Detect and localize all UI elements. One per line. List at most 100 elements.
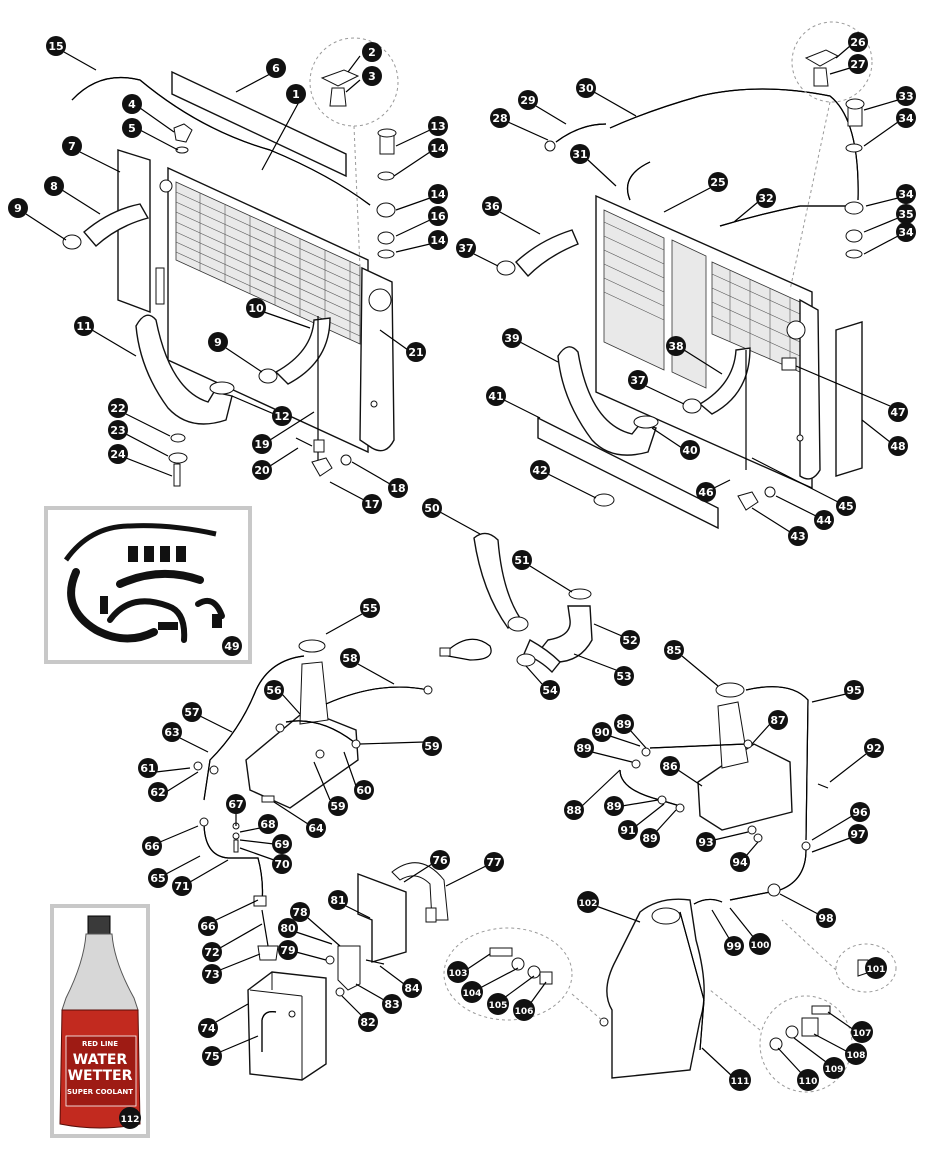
callout-badge <box>896 204 916 224</box>
callout-18: 18 <box>388 478 408 498</box>
leader-line-57 <box>199 715 233 733</box>
leader-line-50 <box>439 511 481 535</box>
callout-badge <box>660 756 680 776</box>
leader-line-18 <box>351 461 391 485</box>
callout-number: 12 <box>274 410 289 423</box>
leader-line-37 <box>473 253 499 267</box>
callout-badge <box>148 868 168 888</box>
leader-line-72 <box>219 923 263 949</box>
callout-number: 84 <box>404 982 420 995</box>
callout-66: 66 <box>198 916 218 936</box>
callout-number: 6 <box>272 62 280 75</box>
callout-badge <box>768 710 788 730</box>
callout-91: 91 <box>618 820 638 840</box>
callout-number: 40 <box>682 444 698 457</box>
callout-14: 14 <box>428 138 448 158</box>
callout-badge <box>888 436 908 456</box>
callout-50: 50 <box>422 498 442 518</box>
callout-badge <box>142 836 162 856</box>
fan-shroud <box>443 898 897 1093</box>
callout-number: 59 <box>330 800 345 813</box>
callout-badge <box>664 640 684 660</box>
callout-badge <box>138 758 158 778</box>
callout-badge <box>708 172 728 192</box>
callout-89: 89 <box>640 828 660 848</box>
leader-line-8 <box>61 189 101 215</box>
leader-line-92 <box>829 753 867 783</box>
callout-9: 9 <box>8 198 28 218</box>
leader-line-27 <box>829 67 851 75</box>
callout-89: 89 <box>574 738 594 758</box>
leader-line-59 <box>359 741 425 745</box>
mounting-bracket <box>325 862 449 997</box>
callout-53: 53 <box>614 666 634 686</box>
leader-line-41 <box>503 399 541 419</box>
callout-79: 79 <box>278 940 298 960</box>
leader-line-81 <box>345 905 371 919</box>
callout-2: 2 <box>362 42 382 62</box>
callout-4: 4 <box>122 94 142 114</box>
leader-line-47 <box>795 365 891 407</box>
callout-number: 93 <box>698 836 713 849</box>
callout-95: 95 <box>844 680 864 700</box>
leader-line-105 <box>503 975 535 999</box>
callout-number: 104 <box>463 989 482 999</box>
leader-line-89 <box>629 729 647 749</box>
callout-badge <box>512 550 532 570</box>
callout-badge <box>198 916 218 936</box>
leader-line-34 <box>863 121 899 147</box>
callout-54: 54 <box>540 680 560 700</box>
callout-number: 33 <box>898 90 913 103</box>
callout-badge <box>592 722 612 742</box>
leader-line-84 <box>379 965 405 985</box>
callout-badge <box>119 1107 141 1129</box>
bottle-line2: WETTER <box>68 1068 133 1084</box>
callout-49: 49 <box>222 636 242 656</box>
callout-number: 56 <box>266 684 282 697</box>
callout-96: 96 <box>850 802 870 822</box>
callout-badge <box>461 981 483 1003</box>
leader-line-5 <box>139 129 179 151</box>
callout-number: 61 <box>140 762 155 775</box>
callout-37: 37 <box>456 238 476 258</box>
bottle-brand: RED LINE <box>82 1040 118 1048</box>
callout-1: 1 <box>286 84 306 104</box>
callout-number: 3 <box>368 70 376 83</box>
leader-line-94 <box>745 841 759 857</box>
callout-number: 106 <box>515 1007 534 1017</box>
callout-7: 7 <box>62 136 82 156</box>
leader-line-16 <box>395 219 431 237</box>
callout-52: 52 <box>620 630 640 650</box>
leader-line-45 <box>751 457 839 503</box>
callout-74: 74 <box>198 1018 218 1038</box>
leader-line-77 <box>445 865 487 887</box>
callout-number: 60 <box>356 784 372 797</box>
callout-badge <box>388 478 408 498</box>
callout-badge <box>148 782 168 802</box>
callout-badge <box>729 1069 751 1091</box>
callout-layer: 1234567899101112131414141516171819202122… <box>8 32 916 1129</box>
leader-line-109 <box>793 1037 827 1063</box>
callout-number: 55 <box>362 602 377 615</box>
callout-badge <box>108 398 128 418</box>
callout-badge <box>354 780 374 800</box>
callout-badge <box>340 648 360 668</box>
leader-line-11 <box>91 329 137 357</box>
callout-badge <box>422 736 442 756</box>
callout-badge <box>8 198 28 218</box>
leader-line-52 <box>593 623 623 637</box>
callout-21: 21 <box>406 342 426 362</box>
callout-badge <box>62 136 82 156</box>
callout-badge <box>266 58 286 78</box>
callout-number: 34 <box>898 188 914 201</box>
leader-line-65 <box>165 855 201 875</box>
leader-line-9 <box>225 347 263 373</box>
callout-56: 56 <box>264 680 284 700</box>
callout-38: 38 <box>666 336 686 356</box>
callout-48: 48 <box>888 436 908 456</box>
callout-badge <box>44 176 64 196</box>
callout-badge <box>896 222 916 242</box>
callout-108: 108 <box>845 1043 867 1065</box>
callout-number: 88 <box>566 804 581 817</box>
callout-number: 103 <box>449 969 468 979</box>
